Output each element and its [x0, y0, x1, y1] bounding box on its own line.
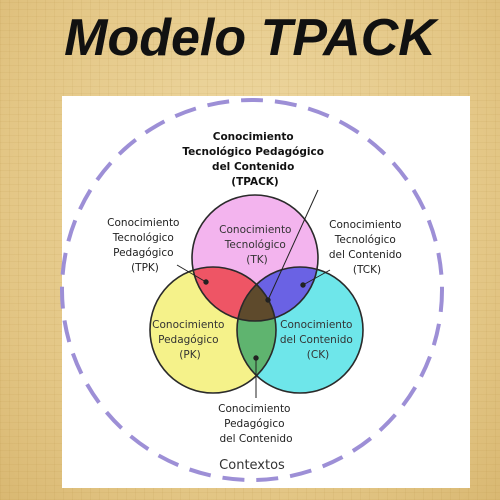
tpk-line-2: Tecnológico: [112, 232, 174, 244]
pk-line-2: Pedagógico: [158, 334, 218, 346]
tpk-region: [192, 267, 276, 321]
tpack-leader: [267, 189, 319, 301]
tpack-label: Conocimiento Tecnológico Pedagógico del …: [182, 131, 327, 188]
pk-label: Conocimiento Pedagógico (PK): [152, 319, 228, 361]
pck-line-3: del Contenido: [219, 433, 292, 445]
ck-line-1: Conocimiento: [280, 319, 352, 331]
tk-line-3: (TK): [246, 254, 268, 266]
tck-line-3: del Contenido: [329, 249, 402, 261]
page-title: Modelo TPACK: [64, 9, 436, 67]
tpack-line-3: del Contenido: [212, 161, 294, 173]
tpk-line-3: Pedagógico: [113, 247, 173, 259]
tpack-line-2: Tecnológico Pedagógico: [182, 146, 324, 158]
tck-leader: [302, 269, 331, 286]
tk-label: Conocimiento Tecnológico (TK): [219, 224, 295, 266]
tk-line-2: Tecnológico: [224, 239, 286, 251]
tk-line-1: Conocimiento: [219, 224, 291, 236]
ck-label: Conocimiento del Contenido (CK): [280, 319, 356, 361]
tpk-line-4: (TPK): [131, 262, 159, 274]
tpk-line-1: Conocimiento: [107, 217, 179, 229]
pk-line-1: Conocimiento: [152, 319, 224, 331]
tck-line-2: Tecnológico: [334, 234, 396, 246]
tpack-line-4: (TPACK): [231, 176, 278, 188]
ck-line-2: del Contenido: [280, 334, 353, 346]
contexts-ring: [60, 98, 444, 482]
tpk-leader: [176, 264, 207, 283]
tck-label: Conocimiento Tecnológico del Contenido (…: [329, 219, 405, 276]
tpk-label: Conocimiento Tecnológico Pedagógico (TPK…: [107, 217, 183, 274]
tpack-line-1: Conocimiento: [213, 131, 294, 143]
tck-line-1: Conocimiento: [329, 219, 401, 231]
pck-line-2: Pedagógico: [224, 418, 284, 430]
contexts-label: Contextos: [219, 458, 285, 473]
ck-line-3: (CK): [307, 349, 329, 361]
tck-line-4: (TCK): [353, 264, 381, 276]
pk-line-3: (PK): [179, 349, 200, 361]
pck-label: Conocimiento Pedagógico del Contenido: [218, 403, 294, 445]
pck-line-1: Conocimiento: [218, 403, 290, 415]
